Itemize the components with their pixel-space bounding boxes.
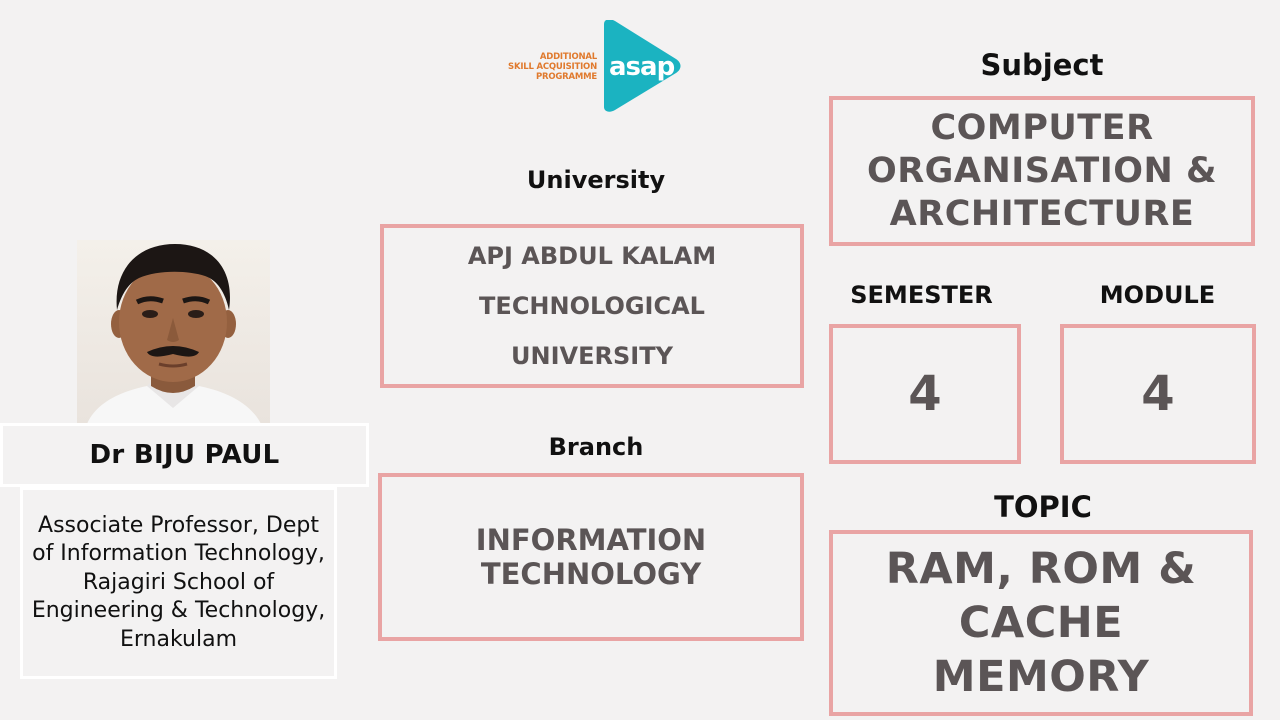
logo-tagline-line: ADDITIONAL — [539, 52, 597, 62]
asap-logo-icon — [604, 20, 681, 112]
topic-line: RAM, ROM & — [885, 544, 1197, 594]
presenter-portrait-icon — [87, 244, 261, 424]
subject-line: ORGANISATION & — [866, 150, 1218, 191]
subject-box: COMPUTER ORGANISATION & ARCHITECTURE — [829, 96, 1255, 246]
topic-heading: TOPIC — [994, 490, 1092, 524]
subject-line: COMPUTER — [930, 107, 1154, 148]
presenter-photo — [77, 240, 270, 424]
semester-box: 4 — [829, 324, 1021, 464]
module-value: 4 — [1141, 366, 1175, 422]
logo-word: asap — [609, 52, 675, 82]
university-line: UNIVERSITY — [511, 342, 673, 370]
topic-box: RAM, ROM & CACHE MEMORY — [829, 530, 1253, 716]
university-box: APJ ABDUL KALAM TECHNOLOGICAL UNIVERSITY — [380, 224, 804, 388]
semester-value: 4 — [908, 366, 942, 422]
branch-heading: Branch — [548, 433, 644, 461]
logo-tagline-line: SKILL ACQUISITION — [508, 62, 597, 72]
topic-line: CACHE — [958, 598, 1124, 648]
logo-tagline: ADDITIONAL SKILL ACQUISITION PROGRAMME — [500, 52, 597, 82]
branch-line: INFORMATION — [475, 523, 707, 557]
branch-box: INFORMATION TECHNOLOGY — [378, 473, 804, 641]
module-box: 4 — [1060, 324, 1256, 464]
logo-tagline-line: PROGRAMME — [535, 72, 597, 82]
university-line: APJ ABDUL KALAM — [467, 242, 717, 270]
subject-heading: Subject — [980, 48, 1104, 82]
semester-heading: SEMESTER — [850, 281, 993, 309]
subject-line: ARCHITECTURE — [889, 193, 1195, 234]
university-heading: University — [526, 166, 666, 194]
module-heading: MODULE — [1099, 281, 1216, 309]
university-line: TECHNOLOGICAL — [479, 292, 705, 320]
presenter-name: Dr BIJU PAUL — [0, 423, 369, 487]
presenter-designation: Associate Professor, Dept of Information… — [20, 487, 337, 679]
branch-line: TECHNOLOGY — [480, 557, 702, 591]
topic-line: MEMORY — [932, 652, 1150, 702]
